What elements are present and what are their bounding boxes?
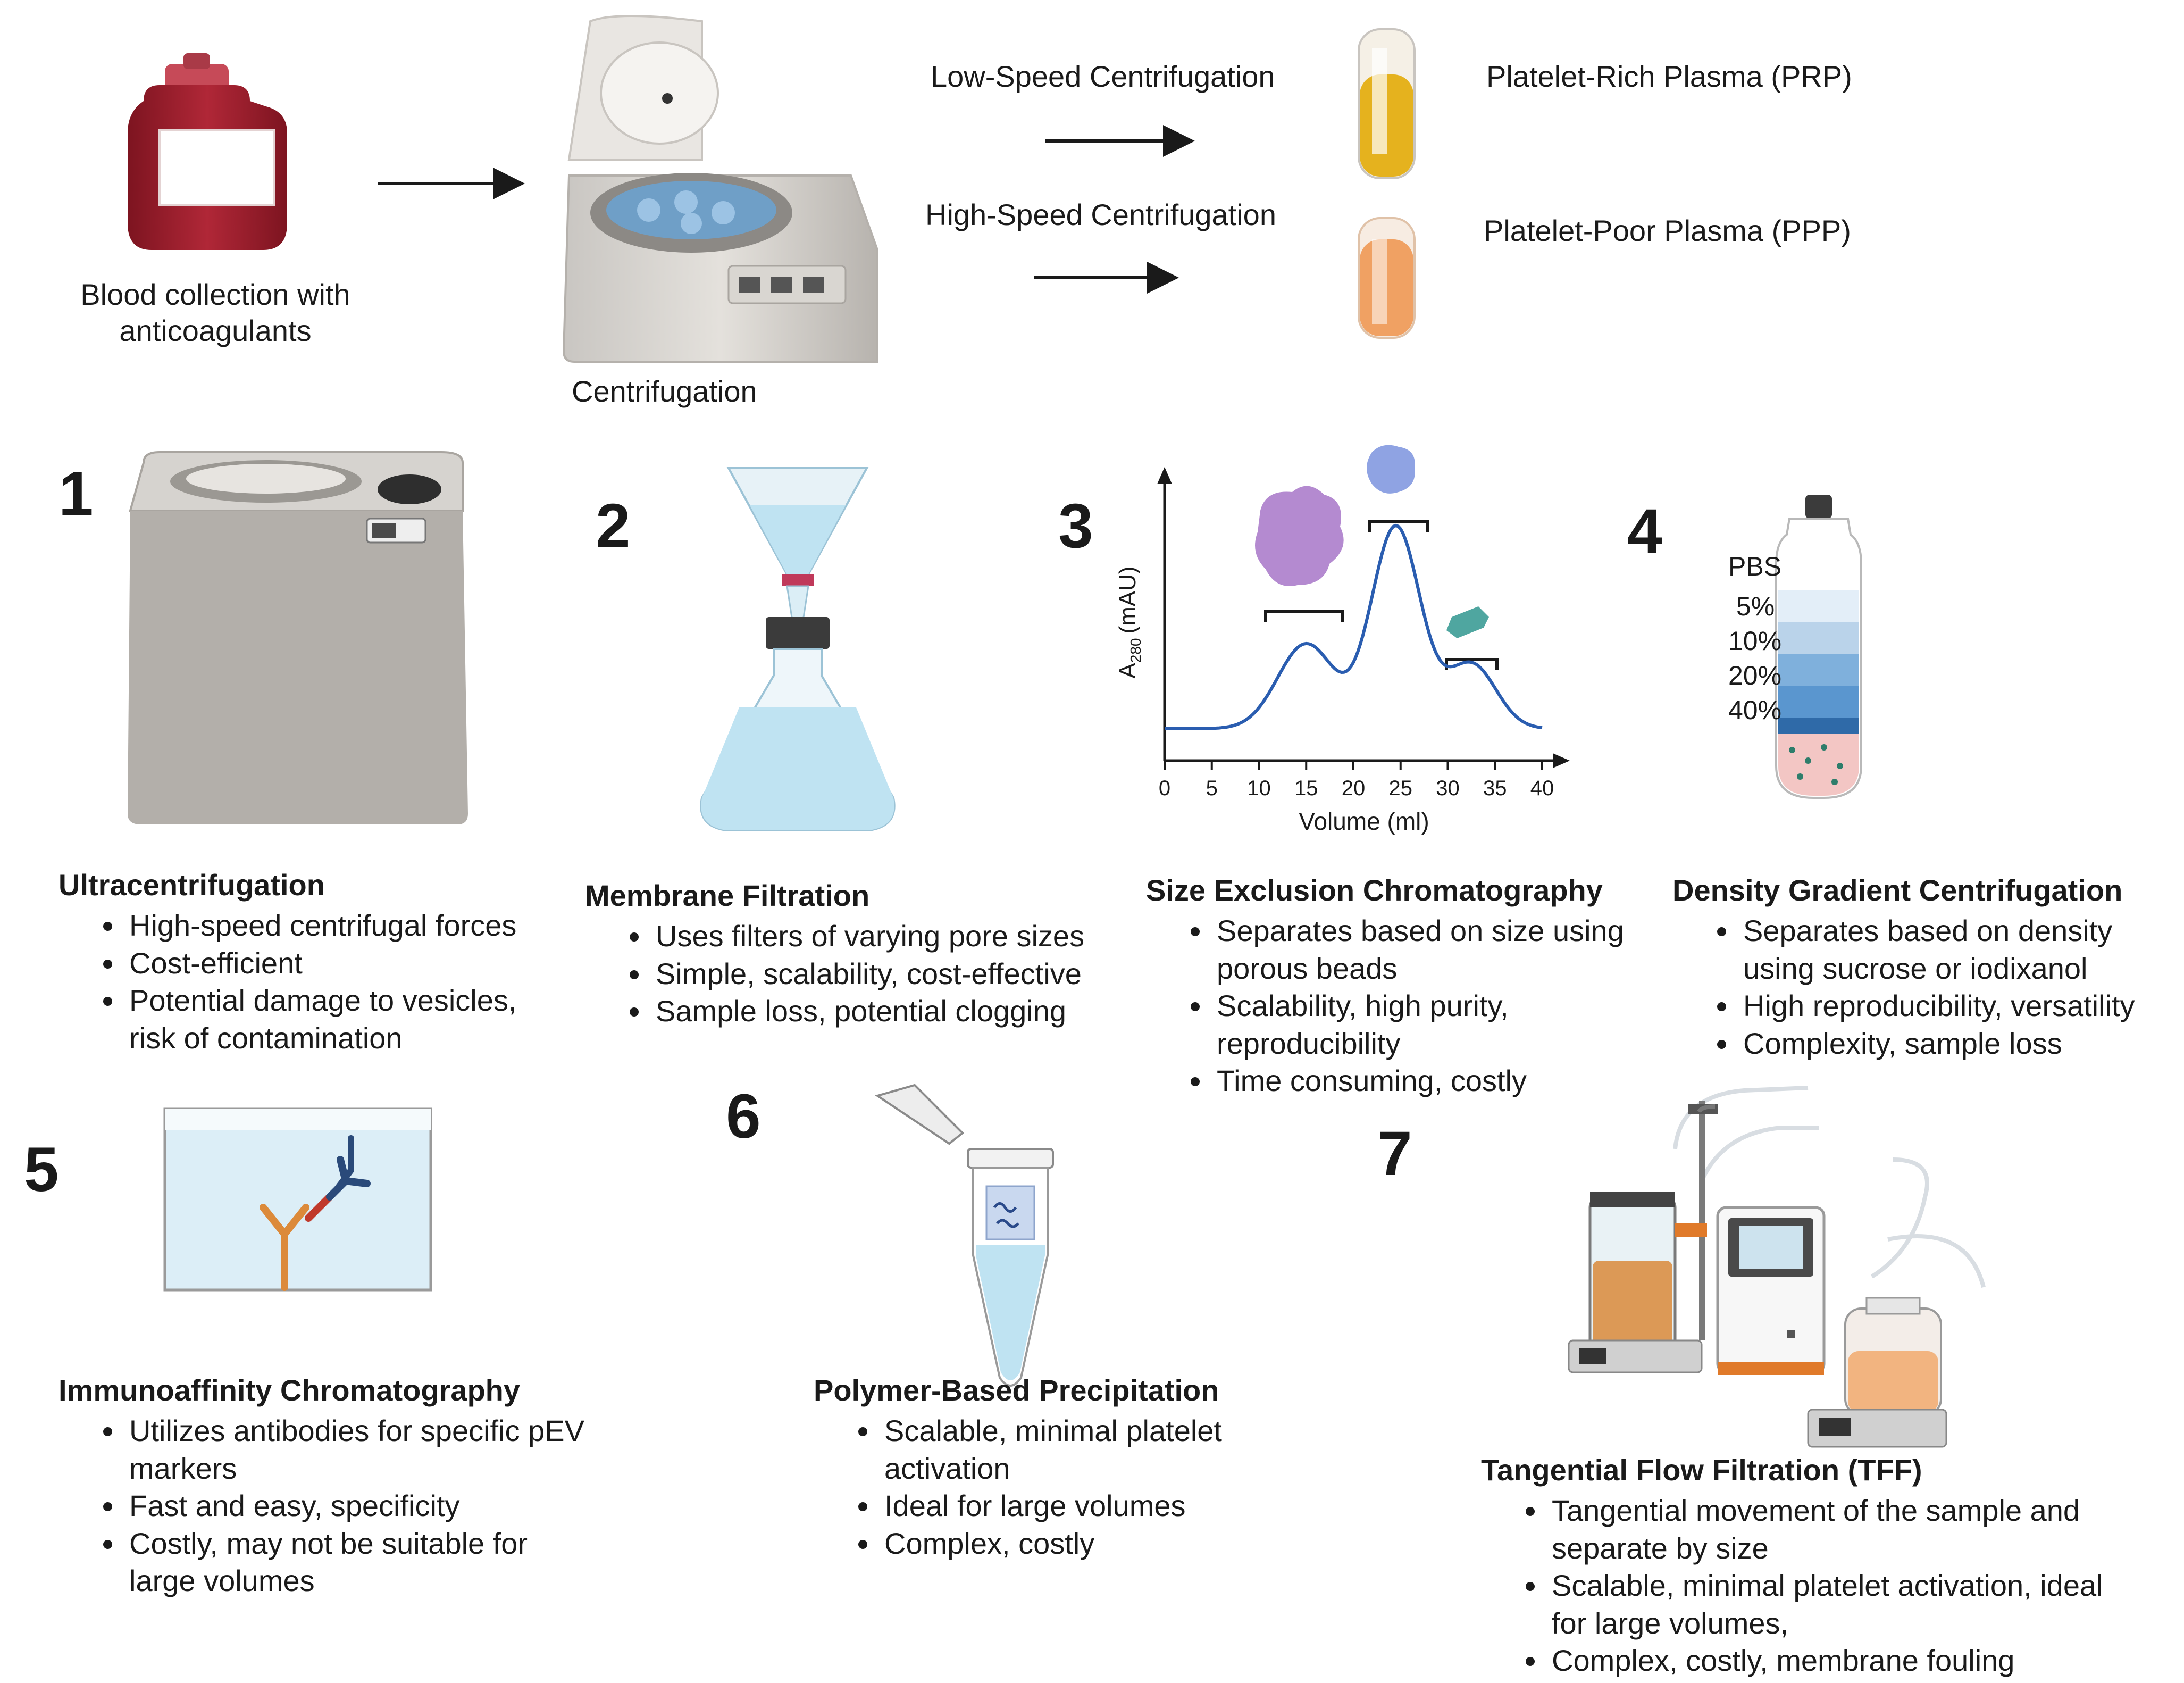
x-axis-label: Volume (ml)	[1299, 807, 1429, 835]
method-4-bullet: Separates based on density using sucrose…	[1739, 912, 2178, 987]
gradient-label-5: 5%	[1736, 591, 1775, 621]
medium-protein-icon	[1367, 445, 1415, 494]
x-tick-label: 10	[1247, 777, 1271, 800]
method-3-bullet: Time consuming, costly	[1212, 1062, 1667, 1100]
method-number-1: 1	[58, 459, 94, 529]
method-3-bullet: Separates based on size using porous bea…	[1212, 912, 1667, 987]
precipitation-tube-icon	[875, 1084, 1054, 1387]
method-5-bullet: Utilizes antibodies for specific pEV mar…	[125, 1412, 601, 1487]
method-number-6: 6	[726, 1081, 761, 1152]
method-1-bullet: Cost-efficient	[125, 945, 569, 982]
y-axis-arrow	[1157, 467, 1172, 484]
benchtop-centrifuge-icon	[562, 15, 878, 363]
method-1-bullet: Potential damage to vesicles, risk of co…	[125, 982, 569, 1057]
method-7-title: Tangential Flow Filtration (TFF)	[1481, 1453, 1922, 1487]
high-speed-label: High-Speed Centrifugation	[925, 198, 1276, 231]
x-tick-label: 20	[1342, 777, 1366, 800]
method-1-description: Ultracentrifugation High-speed centrifug…	[58, 867, 569, 1057]
method-3-bullet: Scalability, high purity, reproducibilit…	[1212, 987, 1667, 1062]
centrifugation-label: Centrifugation	[572, 374, 757, 408]
x-tick-label: 40	[1530, 777, 1554, 800]
immunoaffinity-icon	[163, 1107, 432, 1292]
method-2-description: Membrane Filtration Uses filters of vary…	[585, 878, 1149, 1030]
method-5-description: Immunoaffinity Chromatography Utilizes a…	[58, 1372, 601, 1600]
method-number-5: 5	[24, 1135, 59, 1205]
chromatogram-line	[1165, 523, 1543, 730]
method-1-bullet: High-speed centrifugal forces	[125, 907, 569, 945]
method-2-bullet: Uses filters of varying pore sizes	[651, 918, 1149, 955]
method-7-bullet: Scalable, minimal platelet activation, i…	[1547, 1567, 2119, 1642]
x-tick-label: 25	[1389, 777, 1413, 800]
method-7-bullet: Tangential movement of the sample and se…	[1547, 1492, 2119, 1567]
method-6-title: Polymer-Based Precipitation	[814, 1373, 1219, 1407]
ultracentrifuge-icon	[128, 451, 468, 824]
method-4-bullet: High reproducibility, versatility	[1739, 987, 2178, 1025]
x-tick-label: 15	[1294, 777, 1318, 800]
blood-bag-icon	[128, 53, 287, 250]
prp-tube-icon	[1358, 28, 1416, 179]
ppp-tube-icon	[1358, 217, 1416, 339]
gradient-tube-icon	[1775, 495, 1862, 799]
method-number-7: 7	[1377, 1119, 1412, 1189]
small-protein-icon	[1446, 606, 1489, 638]
method-4-description: Density Gradient Centrifugation Separate…	[1672, 872, 2178, 1062]
membrane-filtration-icon	[700, 467, 896, 831]
method-6-description: Polymer-Based Precipitation Scalable, mi…	[814, 1372, 1335, 1562]
tff-system-icon	[1568, 1086, 1986, 1448]
y-axis-label: A280(mAU)	[1115, 566, 1144, 678]
method-4-bullets: Separates based on density using sucrose…	[1672, 912, 2178, 1062]
ppp-label: Platelet-Poor Plasma (PPP)	[1484, 214, 1851, 247]
blood-collection-label: Blood collection with anticoagulants	[80, 278, 350, 348]
method-number-2: 2	[596, 491, 631, 561]
method-5-title: Immunoaffinity Chromatography	[58, 1373, 521, 1407]
method-2-bullet: Simple, scalability, cost-effective	[651, 955, 1149, 993]
low-speed-label: Low-Speed Centrifugation	[931, 60, 1275, 93]
x-tick-label: 0	[1159, 777, 1170, 800]
method-5-bullet: Fast and easy, specificity	[125, 1487, 601, 1525]
sec-chromatogram-chart: 0 5 10 15 20 25 30 35 40 Volume (ml) A280(mAU)	[1115, 467, 1570, 835]
gradient-label-20: 20%	[1728, 661, 1782, 690]
x-axis-arrow	[1553, 753, 1570, 768]
method-number-3: 3	[1058, 491, 1093, 561]
method-6-bullet: Scalable, minimal platelet activation	[880, 1412, 1335, 1487]
method-3-title: Size Exclusion Chromatography	[1146, 873, 1603, 907]
method-3-bullets: Separates based on size using porous bea…	[1146, 912, 1667, 1100]
method-1-bullets: High-speed centrifugal forces Cost-effic…	[58, 907, 569, 1057]
method-2-bullet: Sample loss, potential clogging	[651, 993, 1149, 1030]
method-6-bullet: Complex, costly	[880, 1525, 1335, 1563]
method-2-title: Membrane Filtration	[585, 879, 870, 912]
x-tick-label: 30	[1436, 777, 1460, 800]
method-6-bullets: Scalable, minimal platelet activation Id…	[814, 1412, 1335, 1562]
method-5-bullets: Utilizes antibodies for specific pEV mar…	[58, 1412, 601, 1600]
method-1-title: Ultracentrifugation	[58, 868, 325, 902]
method-7-bullets: Tangential movement of the sample and se…	[1481, 1492, 2119, 1680]
gradient-label-10: 10%	[1728, 626, 1782, 656]
x-tick-label: 35	[1483, 777, 1507, 800]
method-6-bullet: Ideal for large volumes	[880, 1487, 1335, 1525]
gradient-label-pbs: PBS	[1728, 552, 1782, 581]
x-tick-label: 5	[1206, 777, 1218, 800]
method-number-4: 4	[1627, 496, 1662, 566]
gradient-label-40: 40%	[1728, 695, 1782, 725]
method-2-bullets: Uses filters of varying pore sizes Simpl…	[585, 918, 1149, 1030]
method-3-description: Size Exclusion Chromatography Separates …	[1146, 872, 1667, 1100]
method-4-title: Density Gradient Centrifugation	[1672, 873, 2123, 907]
method-7-bullet: Complex, costly, membrane fouling	[1547, 1642, 2119, 1680]
prp-label: Platelet-Rich Plasma (PRP)	[1486, 60, 1852, 93]
large-protein-icon	[1255, 486, 1344, 586]
method-7-description: Tangential Flow Filtration (TFF) Tangent…	[1481, 1452, 2119, 1680]
method-5-bullet: Costly, may not be suitable for large vo…	[125, 1525, 601, 1600]
method-4-bullet: Complexity, sample loss	[1739, 1025, 2178, 1063]
